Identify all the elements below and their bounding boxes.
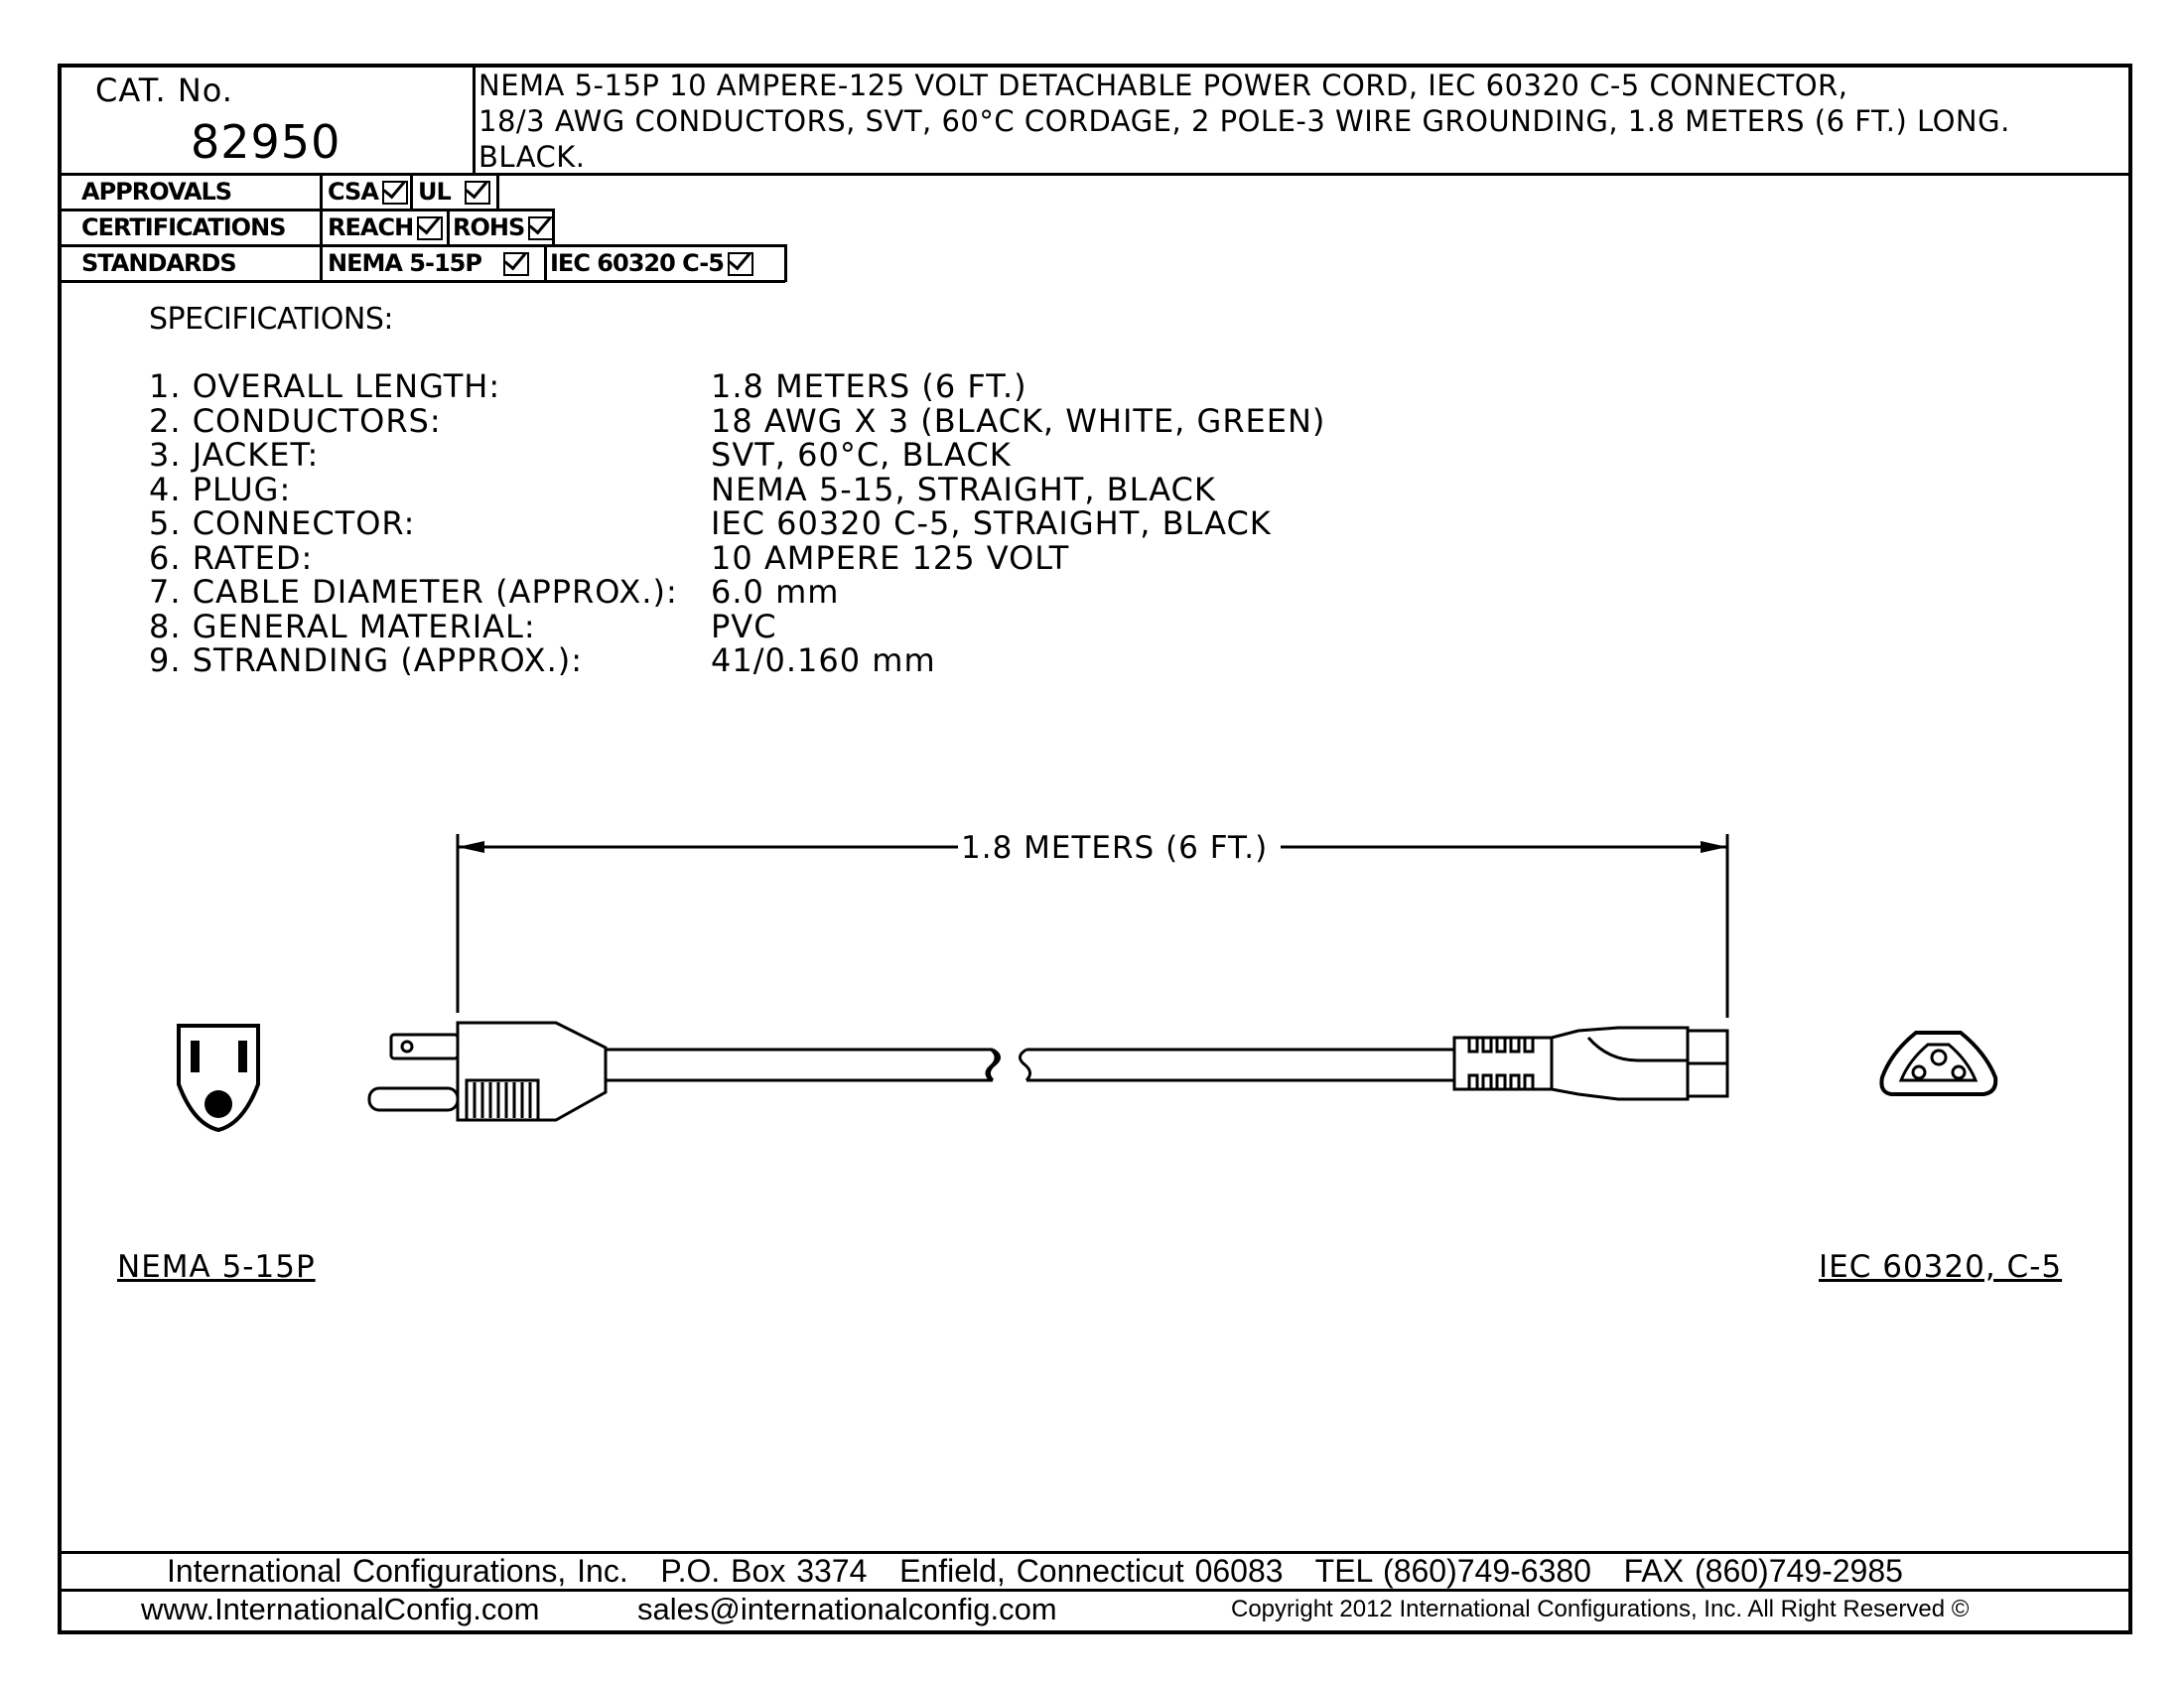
standard-nema: NEMA 5-15P	[328, 249, 529, 277]
approvals-label: APPROVALS	[81, 178, 232, 206]
drawing-sheet	[58, 64, 2132, 1634]
compliance-row-line	[58, 280, 785, 283]
nema-plug-side-view	[367, 1021, 608, 1122]
connector-strain-relief-ribs	[1467, 1038, 1535, 1089]
iec-connector-label: IEC 60320, C-5	[1819, 1249, 2063, 1285]
header-divider	[58, 173, 2132, 176]
checkbox-checked-icon	[464, 181, 490, 205]
footer-email: sales@internationalconfig.com	[637, 1592, 1057, 1626]
nema-5-15p-face-icon	[177, 1024, 260, 1133]
standard-iec: IEC 60320 C-5	[550, 249, 753, 277]
spec-value: IEC 60320 C-5, STRAIGHT, BLACK	[711, 504, 1272, 542]
spec-values: 1.8 METERS (6 FT.) 18 AWG X 3 (BLACK, WH…	[711, 369, 1325, 678]
spec-label: 4. PLUG:	[149, 470, 292, 508]
spec-label: 1. OVERALL LENGTH:	[149, 367, 501, 405]
spec-label: 2. CONDUCTORS:	[149, 401, 442, 440]
arrowhead-right-icon	[1701, 841, 1727, 853]
standards-label: STANDARDS	[81, 249, 237, 277]
footer-website: www.InternationalConfig.com	[141, 1592, 540, 1626]
spec-value: SVT, 60°C, BLACK	[711, 436, 1012, 474]
certification-rohs-label: ROHS	[453, 213, 525, 241]
description-line-2: 18/3 AWG CONDUCTORS, SVT, 60°C CORDAGE, …	[478, 104, 2010, 138]
spec-value: 18 AWG X 3 (BLACK, WHITE, GREEN)	[711, 401, 1326, 440]
approval-ul: UL	[418, 178, 490, 206]
spec-label: 8. GENERAL MATERIAL:	[149, 607, 536, 645]
compliance-col-line	[447, 209, 450, 246]
spec-value: 1.8 METERS (6 FT.)	[711, 367, 1027, 405]
approval-ul-label: UL	[418, 178, 452, 206]
product-description: NEMA 5-15P 10 AMPERE-125 VOLT DETACHABLE…	[478, 68, 2010, 175]
certifications-label: CERTIFICATIONS	[81, 213, 286, 241]
footer-divider	[58, 1589, 2132, 1592]
compliance-col-line	[784, 244, 787, 282]
iec-c5-connector-side-view	[1452, 1026, 1729, 1101]
arrowhead-left-icon	[458, 841, 484, 853]
checkbox-checked-icon	[727, 252, 753, 276]
checkbox-checked-icon	[417, 216, 444, 240]
footer-divider	[58, 1551, 2132, 1554]
spec-value: 41/0.160 mm	[711, 641, 936, 679]
header-column-divider	[473, 64, 476, 175]
spec-label: 3. JACKET:	[149, 436, 320, 474]
description-line-3: BLACK.	[478, 140, 586, 174]
compliance-row-line	[58, 244, 785, 247]
checkbox-checked-icon	[528, 216, 555, 240]
approval-csa-label: CSA	[328, 178, 379, 206]
compliance-col-line	[320, 173, 323, 282]
certification-reach: REACH	[328, 213, 444, 241]
compliance-col-line	[410, 173, 413, 211]
certification-rohs: ROHS	[453, 213, 555, 241]
spec-label: 9. STRANDING (APPROX.):	[149, 641, 584, 679]
compliance-row-line	[58, 209, 554, 211]
cat-number: 82950	[191, 115, 341, 169]
standard-iec-label: IEC 60320 C-5	[550, 249, 725, 277]
cat-label: CAT. No.	[95, 71, 233, 109]
dimension-label: 1.8 METERS (6 FT.)	[961, 830, 1269, 866]
spec-value: PVC	[711, 607, 777, 645]
spec-labels: 1. OVERALL LENGTH: 2. CONDUCTORS: 3. JAC…	[149, 369, 678, 678]
spec-value: NEMA 5-15, STRAIGHT, BLACK	[711, 470, 1216, 508]
spec-label: 5. CONNECTOR:	[149, 504, 416, 542]
spec-value: 10 AMPERE 125 VOLT	[711, 538, 1070, 577]
footer-copyright: Copyright 2012 International Configurati…	[1231, 1596, 1970, 1622]
nema-connector-label: NEMA 5-15P	[117, 1249, 316, 1285]
spec-value: 6.0 mm	[711, 573, 840, 611]
compliance-col-line	[544, 244, 547, 282]
description-line-1: NEMA 5-15P 10 AMPERE-125 VOLT DETACHABLE…	[478, 69, 1848, 102]
spec-label: 7. CABLE DIAMETER (APPROX.):	[149, 573, 678, 611]
iec-c5-face-icon	[1879, 1031, 1998, 1096]
approval-csa: CSA	[328, 178, 408, 206]
checkbox-checked-icon	[381, 181, 408, 205]
checkbox-checked-icon	[502, 252, 529, 276]
standard-nema-label: NEMA 5-15P	[328, 249, 482, 277]
specifications-title: SPECIFICATIONS:	[149, 302, 394, 337]
footer-company-info: International Configurations, Inc. P.O. …	[167, 1553, 1903, 1589]
cable	[606, 1048, 1454, 1082]
spec-label: 6. RATED:	[149, 538, 314, 577]
plug-grip-lines	[473, 1082, 532, 1118]
certification-reach-label: REACH	[328, 213, 414, 241]
compliance-col-line	[496, 173, 499, 211]
cable-break-mark-icon	[985, 1050, 1000, 1080]
